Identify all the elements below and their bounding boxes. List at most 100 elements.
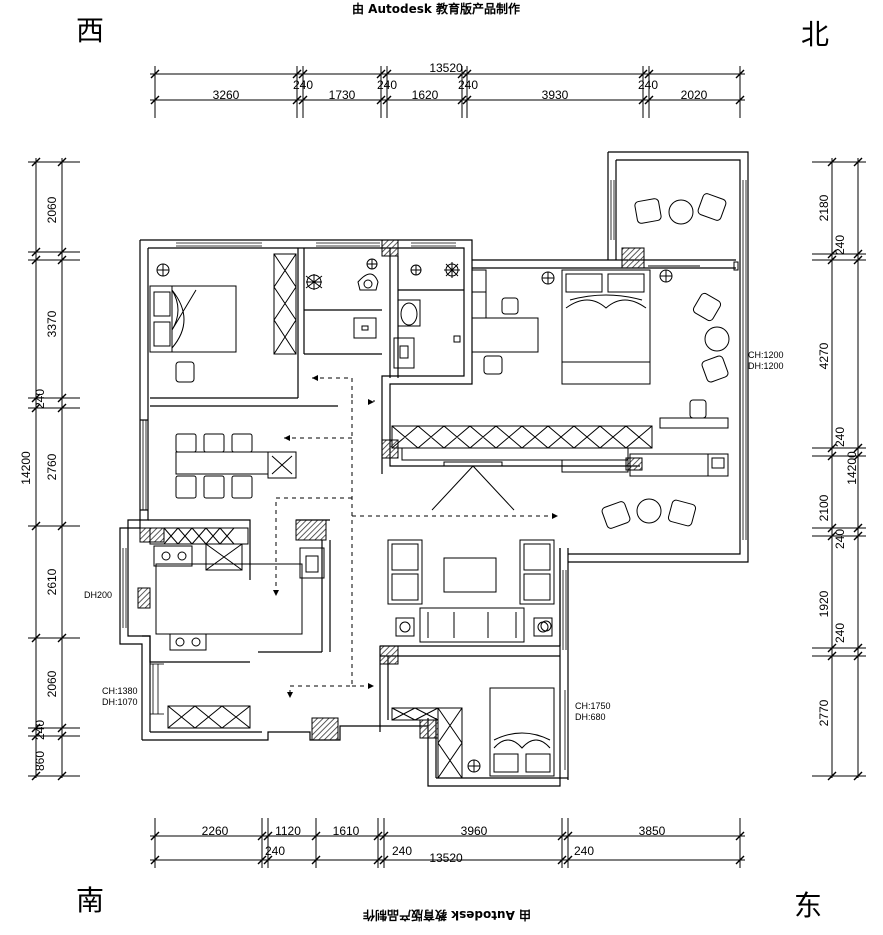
dimension-tick — [376, 69, 386, 79]
dimension-tick — [735, 855, 745, 865]
top-dimensions — [150, 66, 745, 118]
right-segment-label: 2770 — [817, 699, 831, 726]
dimension-tick — [853, 249, 863, 259]
dimension-tick — [853, 255, 863, 265]
dimension-tick — [853, 531, 863, 541]
dimension-tick — [563, 831, 573, 841]
dimension-tick — [853, 651, 863, 661]
kitchen-counter-top — [149, 527, 249, 545]
chair-nw — [175, 361, 195, 383]
right-segment-label: 240 — [833, 623, 847, 643]
dimension-tick — [827, 771, 837, 781]
plant-1 — [305, 274, 323, 290]
dimension-tick — [827, 523, 837, 533]
top-segment-label: 3260 — [213, 88, 240, 102]
dimension-tick — [311, 855, 321, 865]
dimension-tick — [57, 393, 67, 403]
wardrobe-nw — [273, 253, 297, 355]
dimension-tick — [735, 95, 745, 105]
dimension-tick — [150, 95, 160, 105]
wardrobe-south — [167, 705, 251, 729]
dimension-tick — [257, 855, 267, 865]
top-segment-label: 1620 — [412, 88, 439, 102]
left-segment-label: 2610 — [45, 568, 59, 595]
dimension-tick — [853, 157, 863, 167]
dimension-tick — [31, 157, 41, 167]
dimension-tick — [457, 95, 467, 105]
dimension-tick — [853, 451, 863, 461]
top-segment-label: 240 — [377, 78, 397, 92]
top-total-label: 13520 — [429, 61, 463, 75]
right-segment-label: 1920 — [817, 590, 831, 617]
dimension-tick — [311, 831, 321, 841]
dimension-tick — [57, 521, 67, 531]
dimension-tick — [150, 69, 160, 79]
bottom-wall-mark-2: 240 — [392, 844, 412, 858]
watermark-top: 由 Autodesk 教育版产品制作 — [352, 1, 520, 16]
top-segment-label: 3930 — [542, 88, 569, 102]
dimension-tick — [827, 531, 837, 541]
top-segment-label: 240 — [458, 78, 478, 92]
left-segment-label: 3370 — [45, 310, 59, 337]
dimension-tick — [57, 403, 67, 413]
dimension-tick — [31, 403, 41, 413]
dimension-tick — [563, 855, 573, 865]
kitchen-dh: DH200 — [84, 590, 112, 600]
balcony-ch: CH:1200 — [748, 350, 784, 360]
dimension-tick — [263, 855, 273, 865]
dimension-tick — [827, 443, 837, 453]
dimension-tick — [462, 95, 472, 105]
left-segment-label: 2060 — [45, 670, 59, 697]
kitchen-island — [155, 563, 303, 635]
left-segment-label: 2060 — [45, 196, 59, 223]
dimension-tick — [462, 69, 472, 79]
walls — [119, 151, 749, 787]
bed-ne — [561, 269, 651, 363]
dimension-tick — [31, 521, 41, 531]
dimension-tick — [853, 643, 863, 653]
dimension-tick — [382, 69, 392, 79]
dimension-tick — [292, 69, 302, 79]
dimension-tick — [57, 255, 67, 265]
dimension-tick — [557, 831, 567, 841]
balcony-set-1 — [634, 193, 727, 225]
dimension-tick — [57, 771, 67, 781]
dimension-tick — [644, 69, 654, 79]
dimension-tick — [827, 249, 837, 259]
dimension-tick — [57, 731, 67, 741]
top-segment-label: 240 — [293, 78, 313, 92]
dimension-tick — [735, 69, 745, 79]
bottom-dimensions — [150, 818, 745, 868]
dimension-tick — [638, 69, 648, 79]
furniture — [137, 193, 730, 779]
left-total-label: 14200 — [19, 451, 33, 485]
top-segment-label: 1730 — [329, 88, 356, 102]
dimension-tick — [292, 95, 302, 105]
bottom-wall-mark-1: 240 — [265, 844, 285, 858]
dimension-tick — [257, 831, 267, 841]
right-segment-label: 4270 — [817, 342, 831, 369]
south-ch: CH:1380 — [102, 686, 138, 696]
circulation-path — [275, 377, 558, 694]
left-segment-label: 240 — [33, 389, 47, 409]
right-segment-label: 2100 — [817, 494, 831, 521]
dimension-tick — [853, 523, 863, 533]
bottom-segment-label: 2260 — [202, 824, 229, 838]
compass-west: 西 — [76, 14, 104, 47]
dimension-tick — [57, 157, 67, 167]
dimension-tick — [298, 95, 308, 105]
balcony-dh: DH:1200 — [748, 361, 784, 371]
right-segment-label: 2180 — [817, 194, 831, 221]
dimension-tick — [735, 831, 745, 841]
bed-se — [489, 687, 555, 777]
windows — [122, 180, 747, 770]
dimension-tick — [150, 831, 160, 841]
dimension-tick — [57, 247, 67, 257]
compass-north: 北 — [801, 18, 829, 51]
dimension-tick — [373, 831, 383, 841]
dimension-tick — [379, 831, 389, 841]
top-segment-label: 2020 — [681, 88, 708, 102]
dimension-tick — [57, 633, 67, 643]
